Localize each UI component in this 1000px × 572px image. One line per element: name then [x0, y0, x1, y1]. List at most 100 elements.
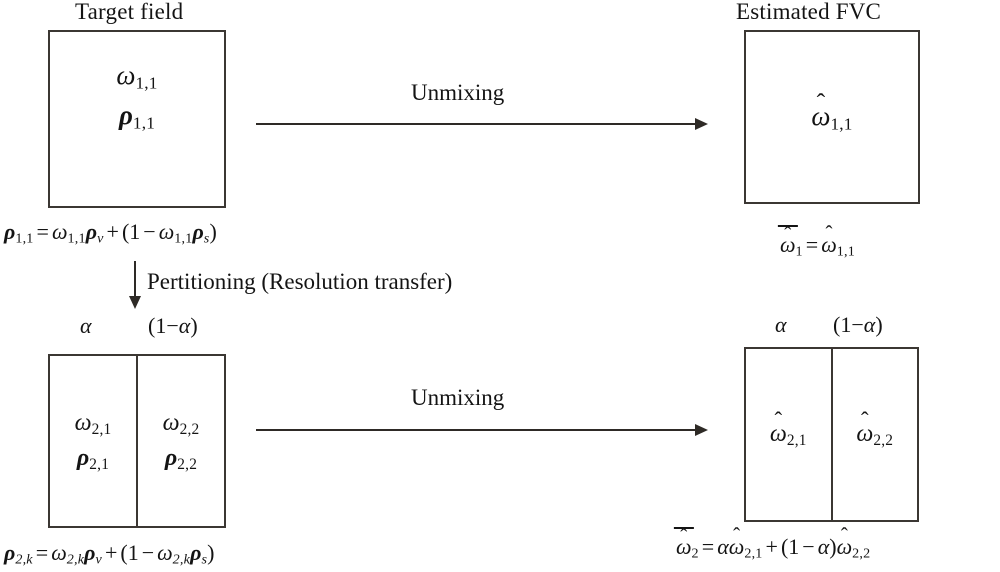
arrow-head	[695, 424, 708, 436]
alpha-symbol: α	[80, 313, 92, 338]
eq1-plus: +	[106, 219, 119, 244]
eq1-t2-rho: ρ	[192, 219, 204, 244]
eq3-t2-rho-sub: s	[201, 551, 208, 568]
bar-accent-icon	[673, 526, 694, 529]
eq1-minus: −	[143, 219, 156, 244]
rho-subscript: 1,1	[132, 113, 156, 133]
omega-2-1-label: ω2,1	[75, 406, 112, 441]
eq1-t1-rho-sub: v	[97, 230, 104, 247]
one: 1	[840, 312, 852, 337]
rho-symbol: ρ	[76, 445, 90, 471]
arrow-shaft	[256, 429, 695, 431]
eq3-one: 1	[127, 540, 139, 565]
eq1-open-paren: (	[121, 219, 130, 244]
target-equation-row1: ρ1,1=ω1,1ρv+(1−ω1,1ρs)	[4, 219, 217, 248]
eq1-equals: =	[36, 219, 49, 244]
omega-symbol: ω	[780, 232, 796, 257]
omega-hat-subscript: 2,1	[786, 431, 807, 449]
eq3-t1-rho: ρ	[84, 540, 96, 565]
eq3-t2-omega: ω	[157, 540, 173, 565]
arrow-head	[129, 296, 141, 309]
eq4-alpha-2: α	[817, 534, 830, 559]
right-column-title: Estimated FVC	[736, 0, 882, 24]
eq1-t2-omega: ω	[158, 219, 175, 244]
eq3-minus: −	[141, 540, 155, 565]
eq3-open-paren: (	[120, 540, 128, 565]
eq4-lhs-sub: 2	[691, 545, 699, 562]
close-paren: )	[875, 312, 883, 337]
eq3-t2-rho: ρ	[190, 540, 202, 565]
target-field-box-row2: ω2,1 ρ2,1 ω2,2 ρ2,2	[48, 354, 226, 528]
rho-1-1-label: ρ1,1	[119, 96, 155, 136]
omega-symbol: ω	[162, 409, 180, 436]
omega-symbol: ω	[74, 409, 92, 436]
eq4-open-paren: (	[780, 534, 789, 559]
weight-label-right-one-minus-alpha: (1−α)	[833, 312, 883, 338]
unmixing-arrow-bottom	[256, 424, 708, 436]
eq3-lhs-sub: 2,k	[15, 551, 33, 568]
eq1-t1-rho: ρ	[85, 219, 98, 244]
eq4-close-paren: )	[829, 534, 837, 559]
eq4-alpha-1: α	[717, 534, 729, 559]
arrow-shaft	[256, 123, 695, 125]
eq1-close-paren: )	[209, 219, 217, 244]
eq2-lhs-sub: 1	[795, 243, 803, 260]
eq1-lhs-rho: ρ	[4, 219, 16, 244]
target-equation-row2: ρ2,k=ω2,kρv+(1−ω2,kρs)	[4, 540, 214, 569]
eq4-one: 1	[788, 534, 800, 559]
eq1-t1-omega: ω	[51, 219, 68, 244]
omega-subscript: 2,2	[179, 420, 200, 438]
omega-symbol: ω	[769, 420, 787, 447]
omega-symbol: ω	[676, 534, 692, 559]
rho-2-1-label: ρ2,1	[77, 441, 109, 476]
eq3-t1-rho-sub: v	[95, 551, 102, 568]
left-column-title: Target field	[75, 0, 184, 24]
eq1-t2-omega-sub: 1,1	[174, 230, 193, 247]
minus: −	[166, 313, 179, 338]
alpha-symbol: α	[178, 313, 191, 338]
close-paren: )	[190, 313, 198, 338]
rho-subscript: 2,2	[177, 455, 198, 473]
one: 1	[155, 313, 167, 338]
omega-symbol: ω	[836, 534, 853, 559]
omega-subscript: 1,1	[135, 73, 158, 93]
alpha-symbol: α	[863, 312, 876, 337]
partitioning-label: Pertitioning (Resolution transfer)	[147, 269, 453, 294]
unmixing-label-bottom: Unmixing	[411, 385, 505, 410]
unmixing-label-top: Unmixing	[411, 80, 505, 105]
weight-label-right-alpha: α	[775, 312, 787, 338]
eq4-plus: +	[765, 534, 778, 559]
bar-accent-icon	[777, 224, 798, 227]
rho-subscript: 2,1	[89, 455, 110, 473]
arrow-shaft	[134, 261, 136, 296]
unmixing-arrow-top	[256, 118, 708, 130]
weight-label-left-one-minus-alpha: (1−α)	[148, 313, 198, 339]
eq3-plus: +	[104, 540, 118, 565]
rho-2-2-label: ρ2,2	[165, 441, 197, 476]
partitioning-arrow	[129, 261, 141, 309]
omega-symbol: ω	[811, 101, 831, 132]
arrow-head	[695, 118, 708, 130]
omega-1-1-label: ω1,1	[116, 56, 157, 96]
omega-symbol: ω	[821, 232, 837, 257]
open-paren: (	[148, 313, 156, 338]
eq2-rhs-sub: 1,1	[836, 243, 855, 260]
eq3-t1-omega: ω	[51, 540, 67, 565]
eq1-lhs-sub: 1,1	[15, 230, 34, 247]
